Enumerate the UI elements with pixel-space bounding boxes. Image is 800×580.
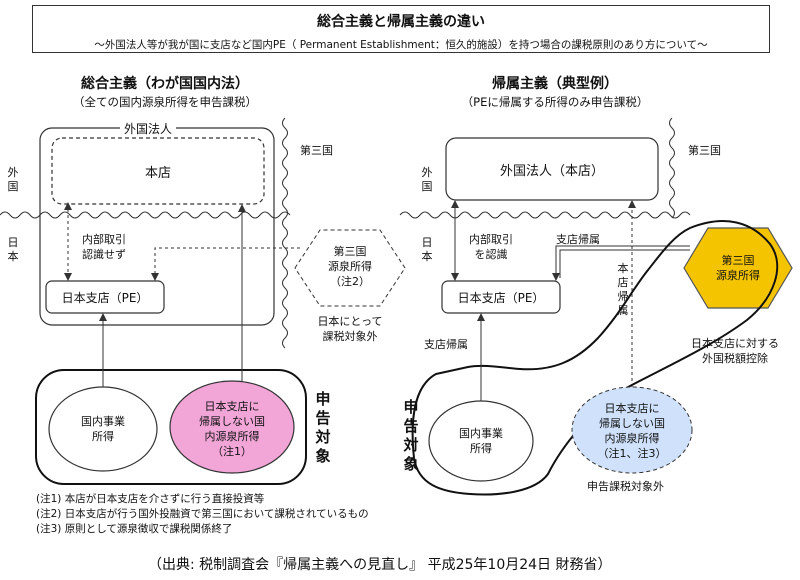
non-attrib-income-left: 日本支店に 帰属しない国 内源泉所得 （注1） [199,400,265,458]
branch-attrib-top: 支店帰属 [556,233,600,246]
outside-filing-label: 申告課税対象外 [587,480,664,493]
filing-region-right [411,220,779,496]
foreign-corp-label-right: 外国法人（本店） [499,163,604,179]
region-label-japan-left: 日本 [7,236,19,263]
non-attrib-income-ellipse-right [571,386,693,474]
branch-label-left: 日本支店（PE） [61,290,149,305]
head-office-box-left [51,137,265,205]
region-label-third-left: 第三国 [300,144,333,157]
source-citation: （出典: 税制調査会『帰属主義への見直し』 平成25年10月24日 財務省） [148,557,612,573]
wavy-border-left [0,211,291,219]
title-box: 総合主義と帰属主義の違い ～外国法人等が我が国に支店など国内PE（ Perman… [32,5,770,53]
region-label-third-right: 第三国 [688,144,721,157]
branch-attrib-bottom: 支店帰属 [424,338,468,351]
left-heading: 総合主義（わが国国内法） [81,76,249,92]
foreign-corp-box-right [445,137,659,201]
region-label-foreign-right: 外国 [421,166,433,193]
non-attrib-income-ellipse-left [169,380,295,474]
note-2: (注2) 日本支店が行う国外投融資で第三国において課税されているもの [36,508,369,520]
right-subheading: （PEに帰属する所得のみ申告課税） [461,95,649,109]
non-attrib-income-right: 日本支店に 帰属しない国 内源泉所得 （注1、注3） [597,402,667,460]
diagram-subtitle: ～外国法人等が我が国に支店など国内PE（ Permanent Establish… [94,39,708,51]
third-country-income-hexagon-left [294,229,406,307]
foreign-tax-credit-label: 日本支店に対する 外国税額控除 [691,337,779,365]
right-heading: 帰属主義（典型例） [492,76,618,92]
region-label-japan-right: 日本 [421,236,433,263]
third-country-income-right: 第三国 源泉所得 [716,254,760,282]
not-taxed-label: 日本にとって 課税対象外 [317,315,383,343]
third-country-income-left: 第三国 源泉所得 （注2） [328,245,372,288]
filing-target-right: 申告対象 [403,398,419,473]
branch-label-right: 日本支店（PE） [457,290,545,305]
note-3: (注3) 原則として源泉徴収で課税関係終了 [36,523,233,535]
third-country-income-hexagon-right [683,227,793,309]
head-office-label-left: 本店 [144,165,171,181]
third-country-border-right [669,117,675,219]
region-label-foreign-left: 外国 [7,166,19,193]
wavy-border-right [399,211,691,219]
third-country-border-left [282,117,288,349]
internal-trans-right: 内部取引 を認識 [469,233,513,261]
head-office-attrib: 本店帰属 [617,262,629,317]
internal-trans-left: 内部取引 認識せず [82,233,126,261]
domestic-business-right: 国内事業 所得 [459,427,503,455]
diagram-title: 総合主義と帰属主義の違い [317,14,485,30]
filing-group-left [35,369,307,485]
filing-target-left: 申告対象 [315,390,331,465]
notes: (注1) 本店が日本支店を介さずに行う直接投資等 (注2) 日本支店が行う国外投… [36,491,369,536]
note-1: (注1) 本店が日本支店を介さずに行う直接投資等 [36,493,265,505]
foreign-corp-label-left: 外国法人 [120,120,177,137]
branch-box-right [441,280,561,314]
left-subheading: （全ての国内源泉所得を申告課税） [73,95,257,109]
domestic-business-left: 国内事業 所得 [81,415,125,443]
